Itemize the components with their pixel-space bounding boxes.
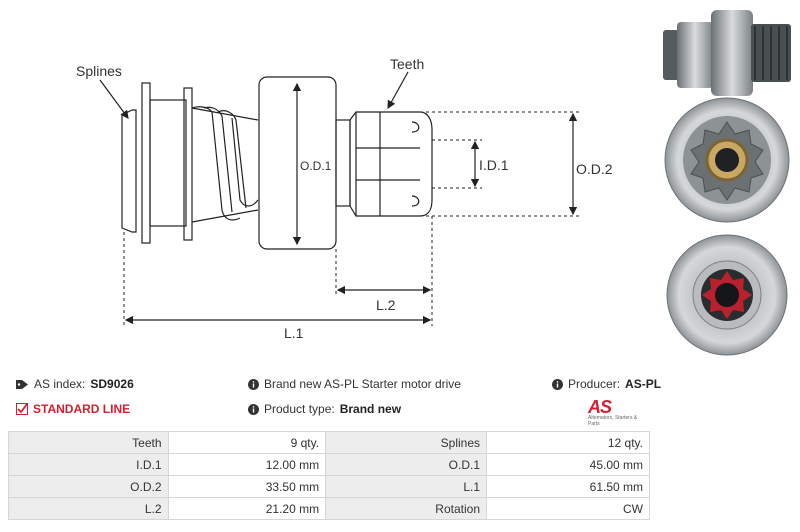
product-photos xyxy=(663,10,791,356)
standard-line-label: STANDARD LINE xyxy=(33,402,131,416)
id1-label: I.D.1 xyxy=(479,157,509,173)
tag-icon xyxy=(16,379,28,389)
as-index-row: AS index: SD9026 xyxy=(16,377,134,391)
spec-value: 45.00 mm xyxy=(486,453,650,476)
photo-back-end xyxy=(666,234,788,356)
spec-value: 33.50 mm xyxy=(167,475,327,498)
photo-pinion-end xyxy=(664,97,790,223)
standard-line-row: STANDARD LINE xyxy=(16,402,130,416)
spec-label: L.1 xyxy=(325,475,487,498)
photo-side-view xyxy=(663,10,791,96)
logo-tagline: Alternators, Starters & Parts xyxy=(588,415,638,427)
as-index-value: SD9026 xyxy=(90,377,134,391)
producer-label: Producer: xyxy=(568,377,621,391)
description-row: Brand new AS-PL Starter motor drive xyxy=(248,377,461,391)
product-info: AS index: SD9026 STANDARD LINE Brand new… xyxy=(0,372,800,430)
spec-value: 12 qty. xyxy=(486,431,650,454)
technical-drawing: Splines Teeth O.D.1 I.D.1 O.D.2 L.2 L.1 xyxy=(76,56,613,341)
info-icon xyxy=(248,378,259,390)
as-pl-logo: AS Alternators, Starters & Parts xyxy=(588,397,650,427)
product-type-value: Brand new xyxy=(339,402,402,416)
l2-label: L.2 xyxy=(376,297,396,313)
od2-label: O.D.2 xyxy=(576,161,613,177)
spec-value: CW xyxy=(486,497,650,520)
spec-label: O.D.2 xyxy=(8,475,169,498)
producer-value: AS-PL xyxy=(625,377,662,391)
spec-value: 61.50 mm xyxy=(486,475,650,498)
spec-label: Splines xyxy=(325,431,487,454)
spec-label: L.2 xyxy=(8,497,169,520)
splines-label: Splines xyxy=(76,63,122,79)
spec-label: I.D.1 xyxy=(8,453,169,476)
spec-value: 21.20 mm xyxy=(167,497,327,520)
info-icon xyxy=(552,378,563,390)
spec-label: O.D.1 xyxy=(325,453,487,476)
product-type-label: Product type: xyxy=(264,402,335,416)
product-type-row: Product type: Brand new xyxy=(248,402,401,416)
producer-row: Producer: AS-PL xyxy=(552,377,661,391)
spec-label: Rotation xyxy=(325,497,487,520)
teeth-label: Teeth xyxy=(390,56,424,72)
spec-label: Teeth xyxy=(8,431,169,454)
l1-label: L.1 xyxy=(284,325,304,341)
logo-text: AS xyxy=(588,397,612,417)
od1-label: O.D.1 xyxy=(300,159,332,173)
as-index-label: AS index: xyxy=(34,377,86,391)
description-text: Brand new AS-PL Starter motor drive xyxy=(264,377,461,391)
checkbox-icon xyxy=(16,403,28,415)
info-icon xyxy=(248,403,259,415)
spec-value: 9 qty. xyxy=(167,431,327,454)
spec-value: 12.00 mm xyxy=(167,453,327,476)
flange-outer xyxy=(141,82,151,244)
